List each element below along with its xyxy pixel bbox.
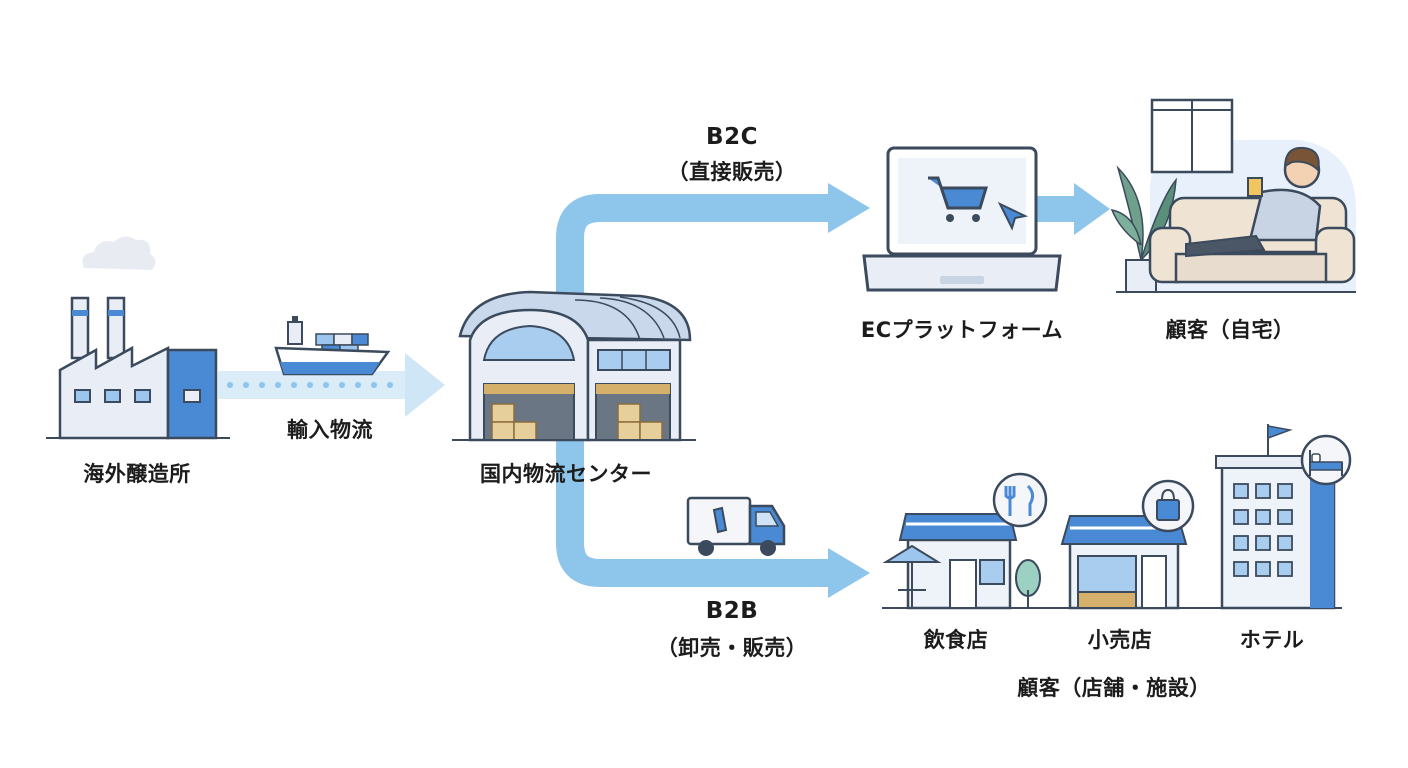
- ec-platform-label: ECプラットフォーム: [860, 318, 1064, 342]
- factory-icon: [46, 236, 230, 440]
- laptop-cart-icon: [862, 146, 1062, 292]
- hotel-label: ホテル: [1239, 628, 1305, 652]
- shopping-cart-icon: [928, 176, 989, 222]
- retail-label: 小売店: [1087, 628, 1153, 652]
- import-arrow: [218, 353, 445, 417]
- restaurant-icon: [882, 472, 1048, 610]
- shopping-bag-icon: [1156, 488, 1180, 521]
- ec-to-home-arrow: [1035, 183, 1110, 235]
- b2b-subtitle: （卸売・販売）: [656, 636, 808, 660]
- b2b-title: B2B: [705, 598, 759, 624]
- retail-store-icon: [1060, 479, 1195, 610]
- bed-icon: [1309, 450, 1343, 476]
- customer-home-label: 顧客（自宅）: [1165, 318, 1295, 342]
- cargo-ship-icon: [274, 316, 391, 376]
- factory-label: 海外醸造所: [83, 462, 191, 486]
- b2c-title: B2C: [706, 124, 758, 150]
- fork-knife-icon: [1004, 484, 1035, 516]
- hotel-icon: [1215, 424, 1352, 610]
- customer-business-label: 顧客（店舗・施設）: [1017, 676, 1211, 700]
- warehouse-icon: [452, 290, 696, 442]
- restaurant-label: 飲食店: [923, 628, 989, 652]
- delivery-truck-icon: [686, 496, 786, 556]
- customer-sofa-icon: [1110, 98, 1356, 293]
- distribution-center-label: 国内物流センター: [480, 462, 652, 486]
- b2b-arrow: [556, 440, 870, 598]
- import-logistics-label: 輸入物流: [287, 418, 373, 442]
- b2c-arrow: [556, 183, 870, 300]
- b2c-subtitle: （直接販売）: [667, 160, 797, 184]
